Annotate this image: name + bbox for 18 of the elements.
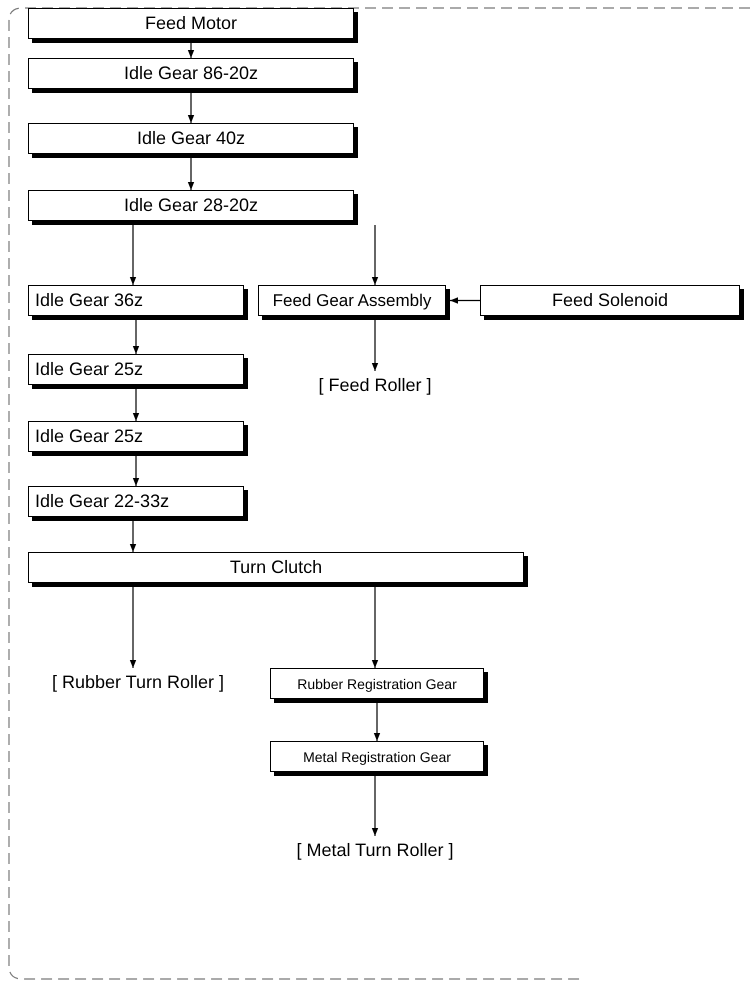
arrow (130, 587, 136, 668)
output-label: [ Metal Turn Roller ] (270, 836, 480, 864)
arrow (132, 456, 140, 486)
arrow (372, 587, 378, 668)
arrow (372, 225, 378, 285)
arrow (372, 320, 378, 371)
arrow (130, 225, 136, 285)
arrow (130, 521, 136, 552)
output-label: [ Rubber Turn Roller ] (8, 668, 268, 696)
arrow (374, 703, 380, 741)
output-label: [ Feed Roller ] (280, 371, 470, 399)
arrow (372, 776, 378, 836)
arrow (188, 93, 194, 123)
arrow (188, 43, 194, 58)
arrow (132, 389, 140, 421)
arrow (132, 320, 140, 354)
arrow (188, 158, 194, 190)
arrow (450, 297, 480, 304)
